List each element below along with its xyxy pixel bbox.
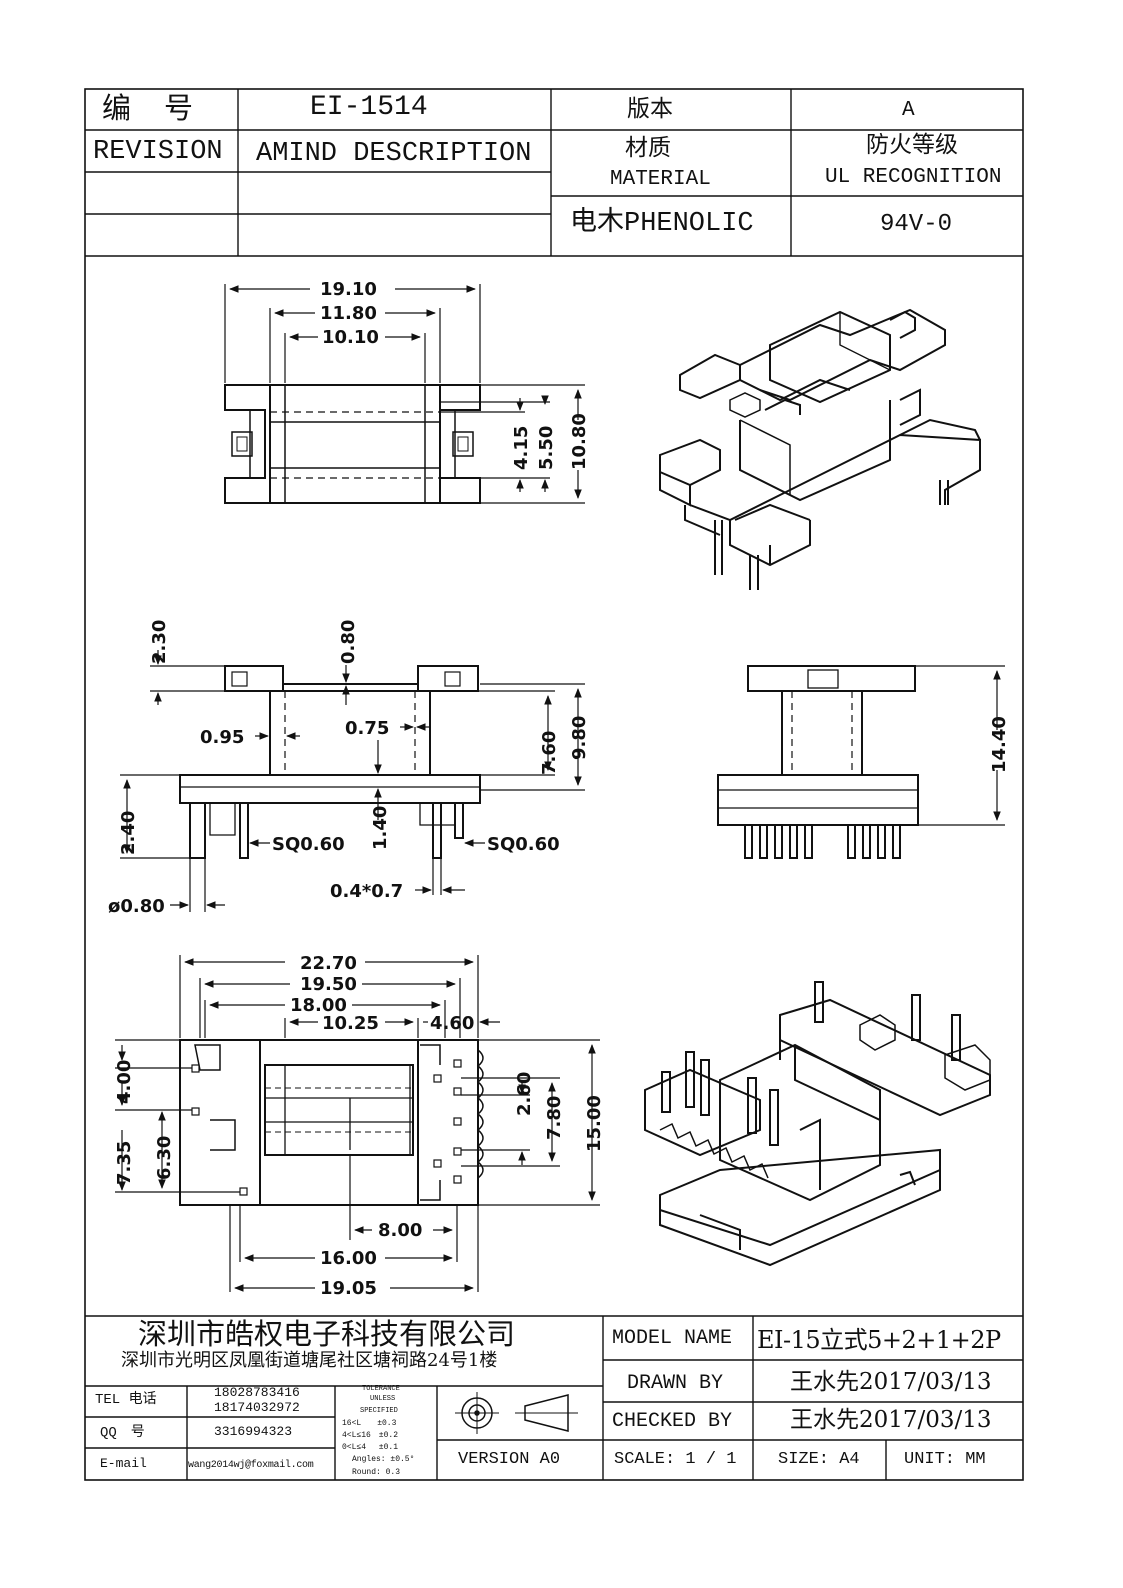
tolerance-unless: UNLESS <box>370 1395 396 1403</box>
dim-sq-0-60-right: SQ0.60 <box>487 834 560 855</box>
material-label-en: MATERIAL <box>610 168 711 191</box>
checked-by-value: 王水先2017/03/13 <box>790 1407 992 1433</box>
dim-0-95: 0.95 <box>200 727 244 748</box>
dim-4-60: 4.60 <box>430 1013 474 1034</box>
material-label-cn: 材质 <box>625 135 671 161</box>
side-view-dimension-labels: 14.40 <box>989 716 1010 773</box>
tolerance-angles: Angles: ±0.5° <box>352 1455 415 1464</box>
qq-number: 3316994323 <box>214 1424 293 1439</box>
dim-dia-0-80: ø0.80 <box>108 896 165 917</box>
dim-9-80: 9.80 <box>569 716 590 760</box>
part-number-value: EI-1514 <box>310 92 428 123</box>
front-view-dimension-lines <box>120 650 585 912</box>
dim-19-05: 19.05 <box>320 1278 377 1299</box>
tolerance-row-2: 4<L≤16 ±0.2 <box>342 1431 399 1440</box>
version-text: VERSION A0 <box>458 1450 561 1469</box>
revision-label: REVISION <box>93 137 223 167</box>
model-name-value: EI-15立式5+2+1+2P <box>757 1326 1001 1354</box>
dim-19-50: 19.50 <box>300 974 357 995</box>
dim-6-30: 6.30 <box>154 1136 175 1180</box>
dim-8-00: 8.00 <box>378 1220 422 1241</box>
tolerance-round: Round: 0.3 <box>352 1468 401 1477</box>
fire-rating-label-cn: 防火等级 <box>866 132 958 158</box>
fire-rating-label-en: UL RECOGNITION <box>825 166 1002 189</box>
email-value: wang2014wj@foxmail.com <box>188 1460 314 1471</box>
size-label: SIZE: A4 <box>778 1450 860 1469</box>
dim-10-25: 10.25 <box>322 1013 379 1034</box>
dim-7-80: 7.80 <box>544 1096 565 1140</box>
email-label: E-mail <box>100 1456 147 1471</box>
version-value: A <box>902 99 915 122</box>
amind-description-label: AMIND DESCRIPTION <box>256 139 532 169</box>
dim-10-80: 10.80 <box>569 413 590 470</box>
top-view-dimension-labels: 19.10 11.80 10.10 4.15 5.50 10.80 <box>320 279 590 470</box>
material-value: 电木PHENOLIC <box>570 209 754 239</box>
front-view-dimension-labels: 2.30 0.80 0.95 0.75 7.60 9.80 2.40 1.40 … <box>108 620 590 917</box>
projection-symbol <box>455 1392 578 1434</box>
dim-18-00: 18.00 <box>290 995 347 1016</box>
tolerance-specified: SPECIFIED <box>360 1407 398 1415</box>
dim-7-35: 7.35 <box>114 1141 135 1185</box>
scale-label: SCALE: 1 / 1 <box>614 1450 737 1469</box>
tel-label: TEL 电话 <box>95 1392 157 1408</box>
part-number-label: 编 号 <box>102 91 196 125</box>
dim-5-50: 5.50 <box>536 426 557 470</box>
drawn-by-value: 王水先2017/03/13 <box>790 1369 992 1395</box>
dim-0-75: 0.75 <box>345 718 389 739</box>
tolerance-row-1: 16<L ±0.3 <box>342 1419 397 1428</box>
side-view-drawing <box>717 665 919 859</box>
tolerance-row-3: 0<L≤4 ±0.1 <box>342 1443 399 1452</box>
dim-19-10: 19.10 <box>320 279 377 300</box>
dim-11-80: 11.80 <box>320 303 377 324</box>
dim-10-10: 10.10 <box>322 327 379 348</box>
unit-label: UNIT: MM <box>904 1450 986 1469</box>
sheet-frame <box>84 88 1024 1481</box>
checked-by-label: CHECKED BY <box>612 1410 733 1433</box>
bottom-view-dimension-labels: 22.70 19.50 18.00 10.25 4.60 4.00 7.35 6… <box>114 953 605 1299</box>
bottom-view-drawing <box>179 1039 484 1206</box>
dim-2-40: 2.40 <box>118 811 139 855</box>
header-table <box>85 89 1023 257</box>
qq-label: QQ 号 <box>100 1425 145 1441</box>
dim-2-60: 2.60 <box>514 1072 535 1116</box>
dim-sq-0-60-left: SQ0.60 <box>272 834 345 855</box>
front-view-drawing <box>179 665 481 859</box>
dim-16-00: 16.00 <box>320 1248 377 1269</box>
dim-0-4x0-7: 0.4*0.7 <box>330 881 403 902</box>
tel-number-2: 18174032972 <box>214 1400 300 1415</box>
tel-number-1: 18028783416 <box>214 1385 300 1400</box>
model-name-label: MODEL NAME <box>612 1327 733 1350</box>
dim-0-80: 0.80 <box>338 620 359 664</box>
fire-rating-value: 94V-0 <box>880 211 953 238</box>
company-name: 深圳市皓权电子科技有限公司 <box>138 1317 516 1351</box>
dim-4-15: 4.15 <box>511 426 532 470</box>
isometric-view-bottom <box>644 981 991 1267</box>
dim-1-40: 1.40 <box>370 806 391 850</box>
side-view-dimension-lines <box>915 665 1005 826</box>
company-address: 深圳市光明区凤凰街道塘尾社区塘祠路24号1楼 <box>121 1350 498 1371</box>
drawn-by-label: DRAWN BY <box>627 1372 724 1395</box>
isometric-view-top <box>659 308 981 590</box>
dim-2-30: 2.30 <box>149 620 170 664</box>
tolerance-title: TOLERANCE <box>362 1385 400 1393</box>
top-view-drawing <box>224 384 481 504</box>
dim-7-60: 7.60 <box>539 731 560 775</box>
top-view-dimension-lines <box>224 284 585 504</box>
dim-4-00: 4.00 <box>114 1060 135 1104</box>
dim-22-70: 22.70 <box>300 953 357 974</box>
dim-14-40: 14.40 <box>989 716 1010 773</box>
title-block-lines <box>85 1315 1023 1480</box>
version-label: 版本 <box>627 96 673 122</box>
dim-15-00: 15.00 <box>584 1095 605 1152</box>
bottom-view-dimension-lines <box>115 955 600 1292</box>
